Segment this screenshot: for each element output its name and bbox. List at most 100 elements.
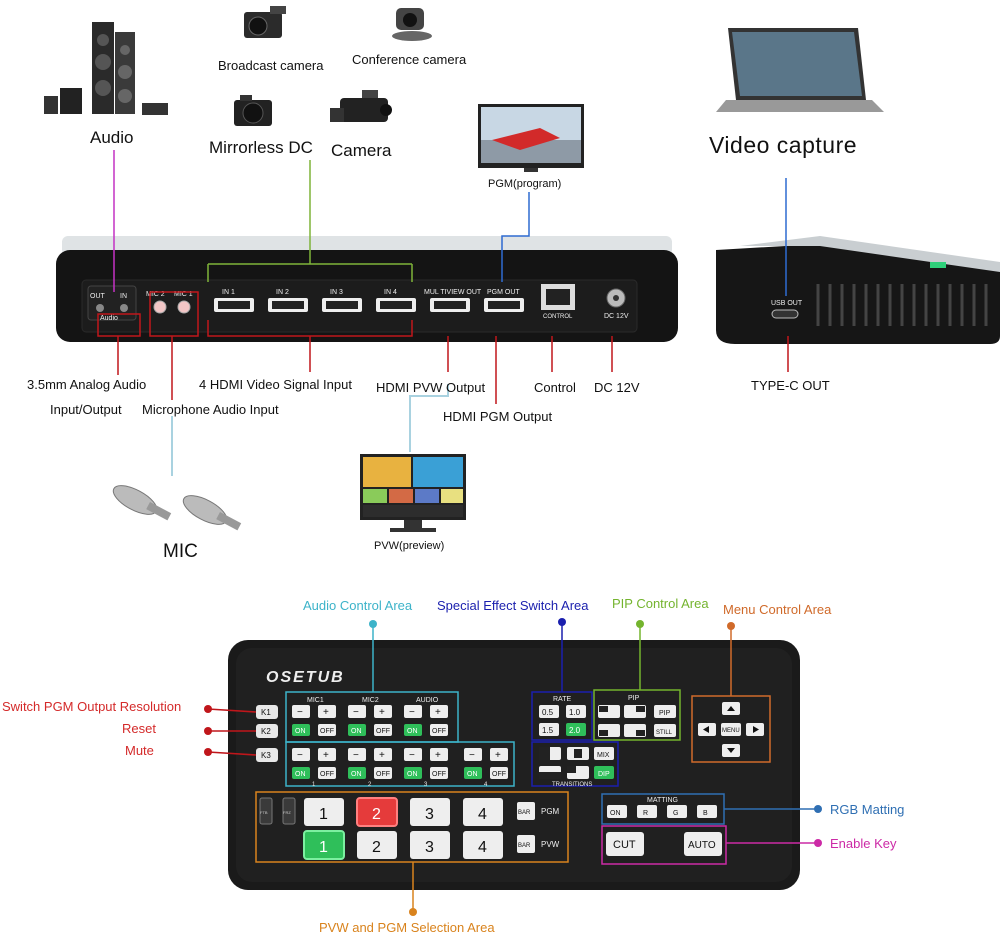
pvw-4-label: 4 xyxy=(478,839,487,856)
audio-label: Audio xyxy=(90,128,134,147)
ch3-off-button[interactable] xyxy=(430,767,448,779)
mic1-on-button[interactable] xyxy=(292,724,310,736)
mic1-plus-label: + xyxy=(323,707,329,718)
conference-camera-label: Conference camera xyxy=(352,52,467,67)
ch4-on-label: ON xyxy=(467,771,478,778)
mic2-title: MIC2 xyxy=(362,697,379,704)
k3-label: K3 xyxy=(261,751,271,760)
rate-1-5-button[interactable] xyxy=(539,723,559,736)
ch4-off-label: OFF xyxy=(492,771,506,778)
pvw-bar-button[interactable] xyxy=(517,835,535,853)
ch1-on-label: ON xyxy=(295,771,306,778)
audio-plus-button[interactable] xyxy=(430,705,448,718)
cut-label: CUT xyxy=(613,839,636,851)
mic2-on-button[interactable] xyxy=(348,724,366,736)
ch4-minus-label: − xyxy=(469,750,475,761)
ch2-plus-button[interactable] xyxy=(374,748,392,761)
chevron-left-icon xyxy=(703,726,709,733)
pip-control-area-label: PIP Control Area xyxy=(612,596,709,611)
pvw-1-button[interactable] xyxy=(303,830,345,860)
frz-button[interactable] xyxy=(282,797,296,825)
ch1-off-button[interactable] xyxy=(318,767,336,779)
ch3-minus-label: − xyxy=(409,750,415,761)
pip-button[interactable] xyxy=(654,705,676,718)
channel-1-controls: − + ON OFF 1 xyxy=(292,748,336,788)
pvw-3-button[interactable] xyxy=(410,831,450,859)
audio-minus-button[interactable] xyxy=(404,705,422,718)
hdmi-input-connector-line xyxy=(207,160,413,282)
switcher-side-body xyxy=(716,236,1000,344)
transition-wipe-v-icon xyxy=(539,772,561,779)
ch1-number: 1 xyxy=(312,782,316,788)
k2-button[interactable] xyxy=(256,724,278,738)
ch4-minus-button[interactable] xyxy=(464,748,482,761)
k3-button[interactable] xyxy=(256,748,278,762)
audio-minus-label: − xyxy=(409,707,415,718)
rate-1-0-button[interactable] xyxy=(566,705,586,718)
port-label-in2: IN 2 xyxy=(276,289,289,296)
pgm-4-button[interactable] xyxy=(463,798,503,826)
rate-1-0-label: 1.0 xyxy=(569,708,581,717)
still-button[interactable] xyxy=(654,724,676,737)
selection-area-box xyxy=(255,791,569,863)
ch2-on-button[interactable] xyxy=(348,767,366,779)
mirrorless-dc-label: Mirrorless DC xyxy=(209,138,313,157)
matting-g-label: G xyxy=(673,810,678,817)
pgm-3-label: 3 xyxy=(425,806,434,823)
ch4-on-button[interactable] xyxy=(464,767,482,779)
menu-button[interactable] xyxy=(721,723,741,736)
ch2-off-button[interactable] xyxy=(374,767,392,779)
port-label-audio: Audio xyxy=(100,315,118,322)
pvw-4-button[interactable] xyxy=(463,831,503,859)
mic1-on-label: ON xyxy=(295,728,306,735)
reset-label: Reset xyxy=(122,721,156,736)
analog-audio-callout-line1: 3.5mm Analog Audio xyxy=(27,377,147,392)
pgm-2-button[interactable] xyxy=(356,797,398,827)
rate-title: RATE xyxy=(553,696,571,703)
matting-b-button[interactable] xyxy=(697,805,717,818)
mic2-on-label: ON xyxy=(351,728,362,735)
camera-label: Camera xyxy=(331,141,392,160)
pgm-1-button[interactable] xyxy=(304,798,344,826)
k1-button[interactable] xyxy=(256,705,278,719)
mic2-off-button[interactable] xyxy=(374,724,392,736)
rate-2-0-button[interactable] xyxy=(566,723,586,736)
matting-r-button[interactable] xyxy=(637,805,657,818)
ftb-button[interactable] xyxy=(259,797,273,825)
menu-button-label: MENU xyxy=(722,728,740,734)
auto-button[interactable] xyxy=(684,832,722,856)
matting-g-button[interactable] xyxy=(667,805,687,818)
ch1-plus-button[interactable] xyxy=(318,748,336,761)
ch2-minus-button[interactable] xyxy=(348,748,366,761)
mic1-plus-button[interactable] xyxy=(318,705,336,718)
pvw-2-button[interactable] xyxy=(357,831,397,859)
mic1-off-button[interactable] xyxy=(318,724,336,736)
mic-input-callout: Microphone Audio Input xyxy=(142,402,279,417)
audio-on-button[interactable] xyxy=(404,724,422,736)
cut-button[interactable] xyxy=(606,832,644,856)
pip-top-left-icon xyxy=(599,706,608,712)
transition-mix-button[interactable] xyxy=(594,747,614,760)
matting-on-button[interactable] xyxy=(607,805,627,818)
ch4-off-button[interactable] xyxy=(490,767,508,779)
pgm-3-button[interactable] xyxy=(410,798,450,826)
pgm-bar-button[interactable] xyxy=(517,802,535,820)
transition-dip-button[interactable] xyxy=(594,766,614,779)
ch3-plus-button[interactable] xyxy=(430,748,448,761)
mic1-minus-label: − xyxy=(297,707,303,718)
port-label-control: CONTROL xyxy=(543,314,573,320)
rate-0-5-button[interactable] xyxy=(539,705,559,718)
audio-off-button[interactable] xyxy=(430,724,448,736)
mic2-minus-button[interactable] xyxy=(348,705,366,718)
port-label-in1: IN 1 xyxy=(222,289,235,296)
pgm-2-label: 2 xyxy=(372,806,381,823)
ch1-minus-button[interactable] xyxy=(292,748,310,761)
ch3-on-button[interactable] xyxy=(404,767,422,779)
ch3-minus-button[interactable] xyxy=(404,748,422,761)
ch1-on-button[interactable] xyxy=(292,767,310,779)
ch4-plus-button[interactable] xyxy=(490,748,508,761)
transitions-area-box xyxy=(531,741,619,787)
mic2-plus-button[interactable] xyxy=(374,705,392,718)
mic1-minus-button[interactable] xyxy=(292,705,310,718)
